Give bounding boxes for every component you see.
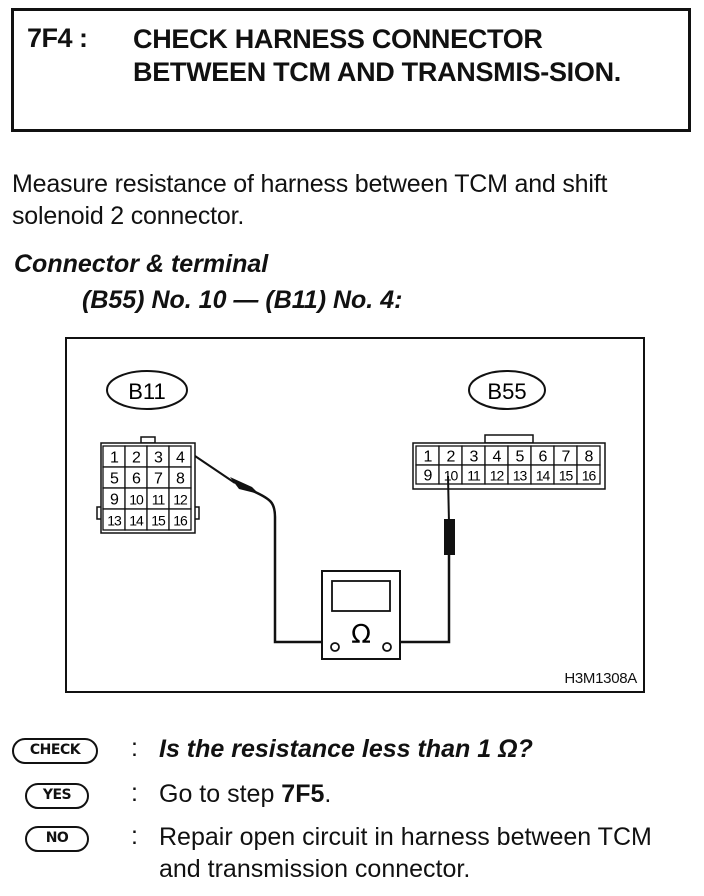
b11-pin-number: 9 [110,492,119,509]
b11-pin-number: 2 [132,450,141,467]
b55-pin-number: 8 [585,449,594,466]
b11-label: B11 [128,379,166,404]
b55-pin-number: 13 [513,468,528,484]
b11-pin-number: 6 [132,471,141,488]
step-number: 7F4 : [27,23,88,53]
probe-left [194,455,325,644]
yes-answer-end: . [324,780,332,808]
probe-right [390,475,455,644]
b11-pin-number: 13 [107,513,122,529]
b11-pin-number: 8 [176,471,185,488]
b55-pin-number: 7 [562,449,571,466]
b55-label: B55 [487,379,526,404]
step-header-box: 7F4 : CHECK HARNESS CONNECTOR BETWEEN TC… [11,8,691,132]
b55-pin-number: 9 [424,468,433,485]
b55-pin-number: 15 [559,468,574,484]
b11-pin-number: 16 [173,513,188,529]
b11-pin-number: 3 [154,450,163,467]
b55-pin-number: 3 [470,449,479,466]
yes-answer-text: Go to step [159,780,282,808]
check-badge: CHECK [12,738,98,764]
yes-badge: YES [25,783,89,809]
b55-pin-number: 5 [516,449,525,466]
b55-pin-cell [576,464,601,485]
b55-pin-number: 11 [467,468,481,484]
b55-pin-number: 4 [493,449,502,466]
b11-pin-number: 14 [129,513,144,529]
check-question: Is the resistance less than 1 Ω? [159,735,533,763]
b55-pin-number: 14 [536,468,551,484]
b55-pin-number: 2 [447,449,456,466]
ohm-symbol: Ω [351,620,371,650]
b11-pin-number: 4 [176,450,185,467]
b11-pin-number: 10 [129,492,144,508]
b55-pin-number: 6 [539,449,548,466]
figure-reference-code: H3M1308A [564,670,637,687]
b11-pin-number: 11 [152,492,166,508]
b11-pin-number: 1 [110,450,119,467]
b11-label-oval [106,370,188,410]
step-title: CHECK HARNESS CONNECTOR BETWEEN TCM AND … [133,24,621,87]
connector-spec: (B55) No. 10 — (B11) No. 4: [82,286,403,314]
no-colon: : [131,822,138,850]
b11-pin-cell [168,508,192,531]
ohmmeter: Ω [321,570,401,660]
b11-pin-number: 5 [110,471,119,488]
b11-pin-number: 7 [154,471,163,488]
yes-answer: Go to step 7F5. [159,778,699,810]
no-badge: NO [25,826,89,852]
b11-pin-number: 15 [151,513,166,529]
b11-pin-number: 12 [173,492,188,508]
next-step-reference: 7F5 [281,780,325,808]
b55-pin-number: 12 [490,468,505,484]
b55-pin-number: 1 [424,449,433,466]
b55-pin-number: 16 [582,468,597,484]
b55-pin-number: 10 [444,468,459,484]
b55-label-oval [468,370,546,410]
check-colon: : [131,734,138,762]
instruction-text: Measure resistance of harness between TC… [12,170,608,230]
connector-heading: Connector & terminal [14,250,269,278]
yes-colon: : [131,779,138,807]
no-answer: Repair open circuit in harness between T… [159,823,652,883]
